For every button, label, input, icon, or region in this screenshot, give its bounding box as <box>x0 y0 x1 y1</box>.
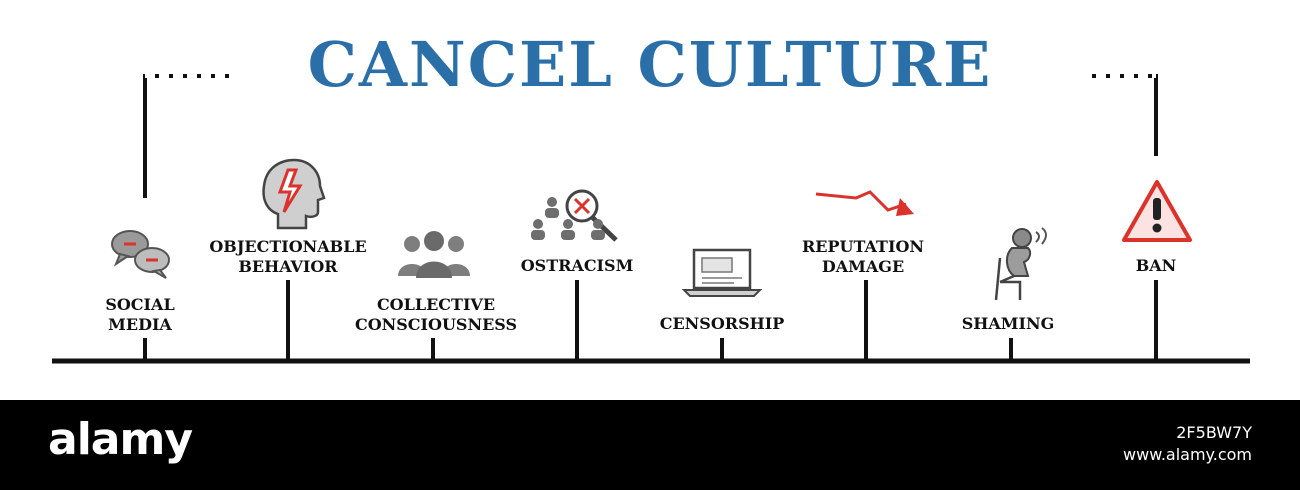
group-people-icon <box>398 231 470 278</box>
image-id: 2F5BW7Y <box>1176 423 1252 442</box>
speech-bubbles-icon <box>111 230 170 279</box>
laptop-news-icon <box>682 248 762 297</box>
site-url: www.alamy.com <box>1123 445 1252 464</box>
watermark-bar: alamy 2F5BW7Y www.alamy.com <box>0 400 1300 490</box>
magnifier-people-icon <box>531 189 618 242</box>
warning-triangle-icon <box>1122 180 1192 242</box>
diagram-title: CANCEL CULTURE <box>307 28 993 101</box>
label-shaming: SHAMING <box>961 314 1055 333</box>
label-ban: BAN <box>1135 256 1177 275</box>
label-ostracism: OSTRACISM <box>520 256 634 275</box>
label-censorship: CENSORSHIP <box>659 314 785 333</box>
image-code: 2F5BW7Y www.alamy.com <box>1123 422 1252 466</box>
downtrend-arrow-icon <box>815 190 914 216</box>
brand-logo: alamy <box>48 414 193 465</box>
diagram: CANCEL CULTURE <box>52 28 1250 364</box>
sad-person-icon <box>994 227 1047 301</box>
head-lightning-icon <box>262 158 326 230</box>
diagram-lines <box>52 74 1250 364</box>
